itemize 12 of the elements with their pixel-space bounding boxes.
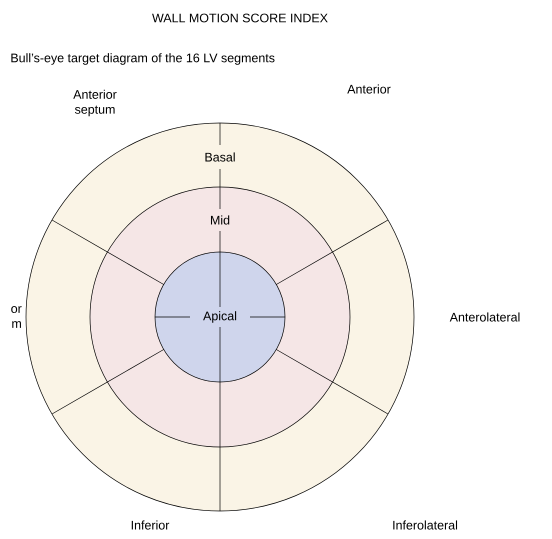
- segment-label: Inferior: [132, 520, 170, 530]
- segment-label: Anterior septum: [73, 90, 117, 116]
- ring-label: Basal: [205, 152, 235, 162]
- ring-label: Mid: [210, 215, 230, 225]
- apical-circle: [154, 252, 286, 382]
- ring-label: Apical: [203, 311, 236, 323]
- segment-label: Anterolateral: [450, 312, 520, 322]
- segment-label: Anterior: [347, 84, 391, 94]
- segment-label: Inferolateral: [393, 520, 458, 530]
- title: WALL MOTION SCORE INDEX: [152, 14, 328, 22]
- segment-label: or m: [11, 306, 22, 328]
- caption: Bull’s-eye target diagram of the 16 LV segments: [11, 53, 275, 65]
